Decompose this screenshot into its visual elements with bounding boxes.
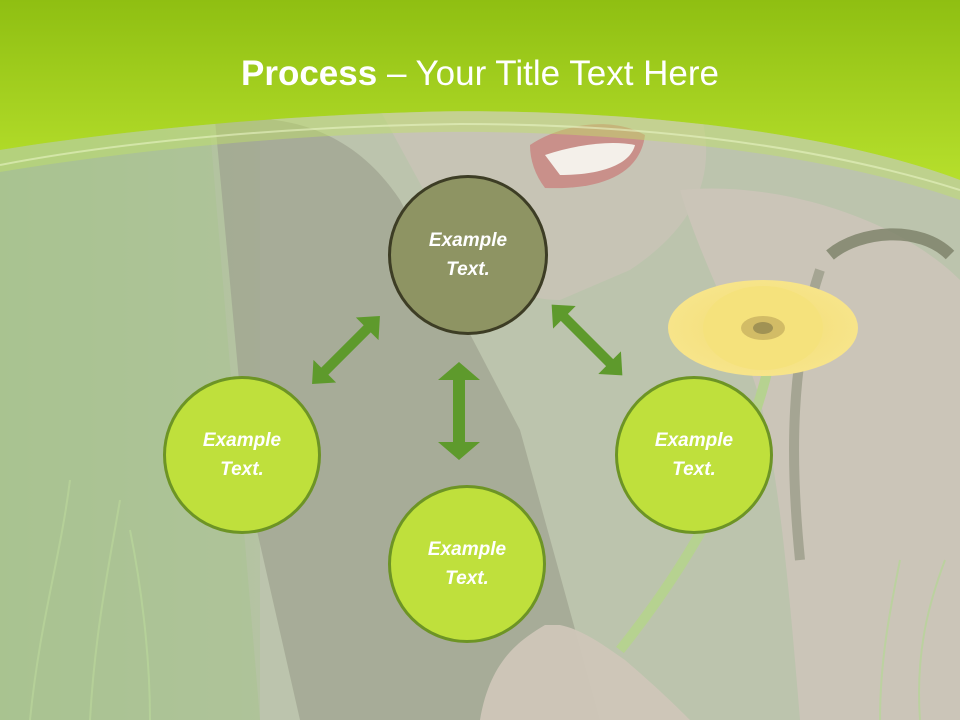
node-label: Example Text. bbox=[654, 430, 734, 480]
slide-title: Process – Your Title Text Here bbox=[0, 52, 960, 96]
title-rest: – Your Title Text Here bbox=[377, 54, 719, 93]
hub-label: Example Text. bbox=[428, 230, 508, 280]
node-circle-bottom: Example Text. bbox=[388, 485, 546, 643]
hub-circle: Example Text. bbox=[388, 175, 548, 335]
double-arrow-icon bbox=[551, 304, 623, 376]
node-circle-left: Example Text. bbox=[163, 376, 321, 534]
node-label: Example Text. bbox=[427, 539, 507, 589]
title-bold: Process bbox=[241, 54, 378, 93]
double-arrow-icon bbox=[438, 362, 480, 460]
node-circle-right: Example Text. bbox=[615, 376, 773, 534]
header-banner bbox=[0, 0, 960, 200]
node-label: Example Text. bbox=[202, 430, 282, 480]
double-arrow-icon bbox=[312, 316, 380, 384]
